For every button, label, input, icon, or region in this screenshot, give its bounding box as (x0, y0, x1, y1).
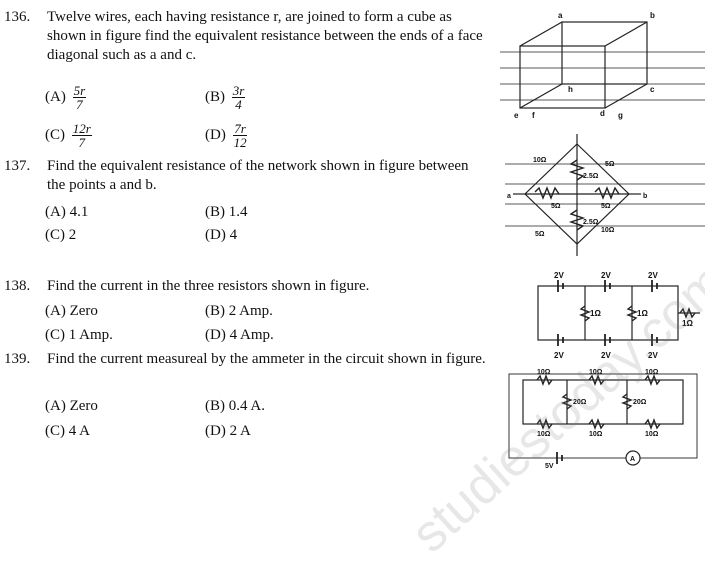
svg-text:5Ω: 5Ω (601, 203, 611, 210)
cube-label: g (618, 111, 623, 120)
cube-label: h (568, 85, 573, 94)
svg-text:A: A (630, 456, 635, 463)
svg-text:2V: 2V (554, 351, 564, 360)
option-c[interactable]: (C) 4 A (45, 423, 91, 439)
cube-figure: a b c d e f g h (500, 11, 705, 120)
option-a[interactable]: (A) 4.1 (45, 204, 89, 220)
option-b[interactable]: (B) 1.4 (205, 204, 248, 220)
svg-text:a: a (507, 193, 511, 200)
option-b[interactable]: (B) 0.4 A. (205, 398, 266, 414)
question-number: 137. (4, 158, 31, 174)
option-c[interactable]: (C) 1 Amp. (45, 327, 113, 343)
svg-text:1Ω: 1Ω (590, 309, 601, 318)
svg-text:10Ω: 10Ω (533, 157, 547, 164)
cube-label: a (558, 11, 563, 20)
svg-text:2V: 2V (601, 351, 611, 360)
cube-label: d (600, 109, 605, 118)
svg-text:10Ω: 10Ω (589, 431, 603, 438)
svg-text:2V: 2V (648, 271, 658, 280)
svg-text:5Ω: 5Ω (551, 203, 561, 210)
svg-text:5V: 5V (545, 463, 554, 470)
cube-label: f (532, 111, 535, 120)
question-number: 139. (4, 351, 31, 367)
battery-ladder-figure: 2V 2V 2V 1Ω 1Ω 1Ω 2V 2V 2V (537, 271, 700, 360)
svg-text:10Ω: 10Ω (589, 369, 603, 376)
option-d[interactable]: (D) 2 A (205, 423, 251, 439)
cube-label: b (650, 11, 655, 20)
ammeter-circuit-figure: 10Ω 10Ω 10Ω 20Ω 20Ω 10Ω 10Ω 10Ω 5V A (508, 369, 698, 470)
svg-text:10Ω: 10Ω (537, 369, 551, 376)
option-d[interactable]: (D) 4 (205, 227, 238, 243)
svg-text:2.5Ω: 2.5Ω (583, 219, 599, 226)
question-text: Find the current in the three resistors … (47, 278, 370, 294)
svg-text:20Ω: 20Ω (573, 399, 587, 406)
option-a[interactable]: (A) Zero (45, 303, 98, 319)
cube-label: c (650, 85, 655, 94)
svg-text:20Ω: 20Ω (633, 399, 647, 406)
svg-text:5Ω: 5Ω (605, 161, 615, 168)
svg-text:2V: 2V (648, 351, 658, 360)
cube-label: e (514, 111, 519, 120)
question-text: Find the equivalent resistance of the ne… (47, 158, 469, 193)
svg-text:10Ω: 10Ω (645, 369, 659, 376)
option-a[interactable]: (A) Zero (45, 398, 98, 414)
svg-text:10Ω: 10Ω (537, 431, 551, 438)
option-d[interactable]: (D) 4 Amp. (205, 327, 274, 343)
question-number: 136. (4, 9, 31, 25)
svg-text:2V: 2V (554, 271, 564, 280)
question-number: 138. (4, 278, 31, 294)
svg-text:b: b (643, 193, 647, 200)
svg-text:2V: 2V (601, 271, 611, 280)
option-c[interactable]: (C) 2 (45, 227, 77, 243)
svg-text:2.5Ω: 2.5Ω (583, 173, 599, 180)
svg-text:1Ω: 1Ω (637, 309, 648, 318)
svg-text:10Ω: 10Ω (601, 227, 615, 234)
question-text: Twelve wires, each having resistance r, … (47, 9, 483, 63)
question-text: Find the current measureal by the ammete… (47, 351, 486, 367)
svg-text:5Ω: 5Ω (535, 231, 545, 238)
svg-text:1Ω: 1Ω (682, 319, 693, 328)
svg-text:10Ω: 10Ω (645, 431, 659, 438)
diamond-network-figure: 10Ω 5Ω 2.5Ω 5Ω 5Ω 2.5Ω 5Ω 10Ω a b (505, 134, 705, 256)
option-b[interactable]: (B) 2 Amp. (205, 303, 273, 319)
